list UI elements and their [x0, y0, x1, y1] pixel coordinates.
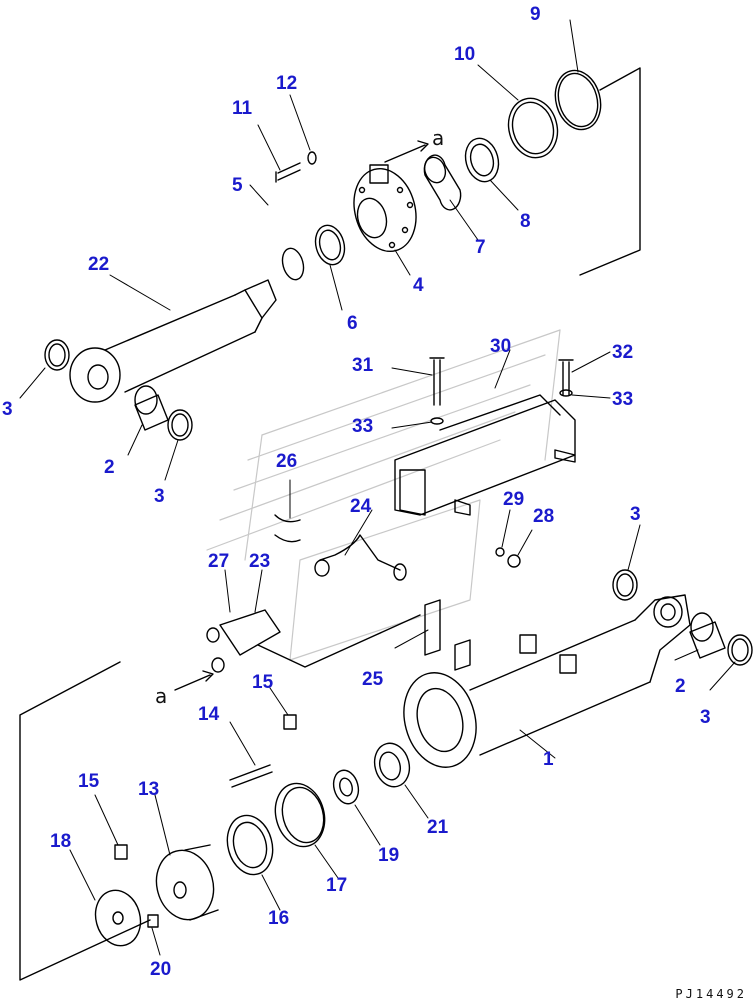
callout-3-right-bottom: 3: [700, 707, 711, 728]
part-30-cover: [394, 394, 576, 516]
callout-23: 23: [249, 551, 271, 572]
callout-5: 5: [232, 175, 243, 196]
callout-11: 11: [232, 98, 253, 119]
direction-arrow-upper: [384, 140, 429, 163]
part-17-ring: [274, 782, 326, 848]
callout-3-upper-left: 3: [2, 399, 13, 420]
part-5-snap-ring: [281, 247, 305, 281]
part-19-washer: [332, 769, 360, 805]
part-1-cylinder: [403, 594, 691, 768]
callout-27: 27: [208, 551, 230, 572]
part-3-bush-b: [167, 409, 193, 441]
part-4-head: [353, 164, 417, 253]
part-33-washer-b: [559, 389, 573, 397]
part-12-washer: [307, 151, 317, 165]
callout-28: 28: [533, 506, 555, 527]
part-26-clamp: [274, 514, 301, 543]
part-16-seal: [226, 814, 274, 876]
callout-21: 21: [427, 817, 449, 838]
callout-17: 17: [326, 875, 348, 896]
part-31-bolt: [429, 357, 445, 406]
part-6-seal: [314, 224, 346, 266]
part-14-pin: [229, 764, 273, 788]
direction-arrow-lower: [174, 670, 214, 691]
callout-15-upper: 15: [252, 672, 274, 693]
watermark-logo: [206, 329, 561, 661]
part-8-seal: [464, 137, 500, 183]
callout-2-left: 2: [104, 457, 115, 478]
part-9-ring: [554, 69, 602, 131]
part-15-plug-a: [283, 714, 297, 730]
part-20-pin: [147, 914, 159, 928]
callout-33-left: 33: [352, 416, 374, 437]
part-2-bushing-a: [134, 394, 169, 431]
part-25-bracket: [424, 599, 441, 656]
callout-25: 25: [362, 669, 384, 690]
part-13-piston: [155, 844, 219, 921]
callout-3-mid-left: 3: [154, 486, 165, 507]
callout-20: 20: [150, 959, 172, 980]
part-18-plate: [94, 889, 142, 947]
part-21-nut: [373, 742, 411, 788]
bracket-frame-upper: [579, 67, 641, 276]
part-10-ring: [507, 97, 559, 159]
part-32-bolt: [558, 359, 574, 396]
callout-16: 16: [268, 908, 290, 929]
callout-9: 9: [530, 4, 541, 25]
callout-4: 4: [413, 275, 424, 296]
callout-22: 22: [88, 254, 110, 275]
leader-lines: [19, 19, 736, 956]
callout-33-right: 33: [612, 389, 634, 410]
callout-29: 29: [503, 489, 525, 510]
direction-marker-upper: a: [432, 126, 445, 150]
part-3-bush-a: [44, 339, 70, 371]
callout-24: 24: [350, 496, 372, 517]
callout-14: 14: [198, 704, 220, 725]
callout-2-right: 2: [675, 676, 686, 697]
callout-15-lower: 15: [78, 771, 100, 792]
part-28-nut: [507, 554, 521, 568]
callout-30: 30: [490, 336, 512, 357]
callout-7: 7: [475, 237, 486, 258]
part-2-bushing-b: [689, 621, 726, 659]
part-29-washer: [495, 547, 505, 557]
part-23-block: [206, 609, 281, 673]
callout-31: 31: [352, 355, 374, 376]
part-3-bush-d: [727, 634, 753, 666]
callout-32: 32: [612, 342, 634, 363]
callout-18: 18: [50, 831, 72, 852]
part-24-pipe: [319, 534, 401, 571]
bracket-frame-lower: [19, 661, 151, 981]
callout-19: 19: [378, 845, 400, 866]
part-33-washer-a: [430, 417, 444, 425]
callout-12: 12: [276, 73, 298, 94]
callout-3-right-top: 3: [630, 504, 641, 525]
part-3-bush-c: [612, 569, 638, 601]
callout-26: 26: [276, 451, 298, 472]
callout-10: 10: [454, 44, 476, 65]
direction-marker-lower: a: [155, 684, 168, 708]
part-15-plug-b: [114, 844, 128, 860]
callout-8: 8: [520, 211, 531, 232]
callout-13: 13: [138, 779, 160, 800]
part-11-bolt: [275, 162, 301, 183]
drawing-code: PJ14492: [675, 987, 747, 1001]
part-22-rod: [69, 279, 277, 403]
callout-1: 1: [543, 749, 554, 770]
callout-6: 6: [347, 313, 358, 334]
